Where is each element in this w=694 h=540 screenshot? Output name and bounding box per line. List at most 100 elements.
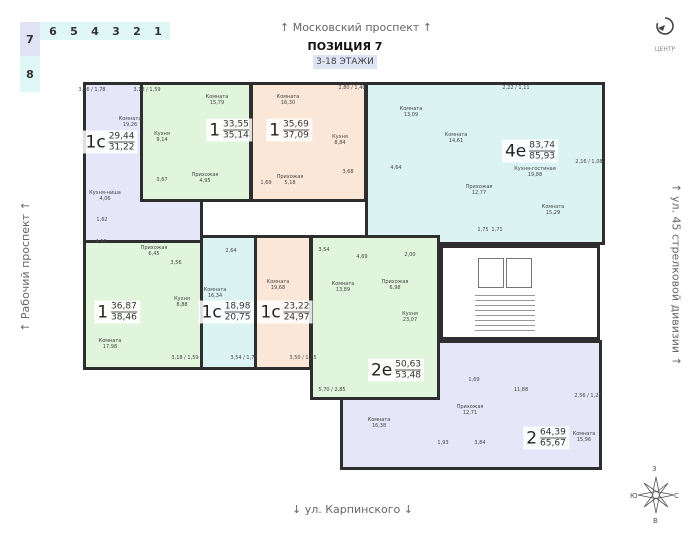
section-7-active[interactable]: 7: [20, 22, 40, 56]
room-label: 1,62: [96, 217, 107, 223]
room-area: 8,84: [334, 140, 346, 146]
room-area: 19,68: [270, 285, 286, 291]
room-label: 4,69: [356, 254, 367, 260]
room-area: 4,06: [99, 196, 111, 202]
apt-type: 2е: [370, 360, 393, 380]
room-area: 15,29: [545, 210, 561, 216]
room-name: Кухня-ниша: [89, 190, 121, 196]
section-row-bg: [40, 22, 170, 40]
section-5[interactable]: 5: [70, 24, 78, 38]
room-area: 13,89: [335, 287, 351, 293]
room-area: 2,64: [225, 248, 237, 254]
room-label: 11,88: [514, 387, 528, 393]
stairs: [475, 295, 535, 335]
apt-total: 85,93: [529, 151, 556, 162]
room-label: 1,75: [477, 227, 488, 233]
room-area: 5,70 / 2,85: [318, 387, 346, 393]
apt-total: 65,67: [540, 438, 566, 449]
room-name: Кухня: [154, 131, 170, 137]
room-area: 3,18 / 1,59: [171, 355, 199, 361]
room-area: 17,98: [102, 344, 118, 350]
room-area: 4,69: [356, 254, 368, 260]
room-label: 2,56 / 1,28: [574, 393, 601, 399]
room-area: 15,96: [576, 437, 592, 443]
room-area: 1,69: [260, 180, 272, 186]
apartment-4e-83-74[interactable]: [365, 82, 605, 245]
room-name: Прихожая: [456, 404, 484, 410]
room-area: 13,09: [403, 112, 419, 118]
room-area: 6,45: [148, 251, 160, 257]
apt-area: 29,44: [108, 131, 135, 143]
apartment-1-33-55[interactable]: [140, 82, 252, 202]
compass-rose-icon: [637, 476, 675, 514]
rotate-center-icon: [656, 17, 674, 35]
room-area: 12,77: [471, 190, 487, 196]
apt-total: 38,46: [111, 312, 137, 323]
room-name: Комната: [205, 94, 229, 100]
room-label: 2,64: [225, 248, 236, 254]
compass-south: Ю: [630, 492, 638, 500]
room-area: 8,88: [176, 302, 188, 308]
section-4[interactable]: 4: [91, 24, 99, 38]
room-label: 2,00: [404, 252, 415, 258]
section-2[interactable]: 2: [133, 24, 141, 38]
apt-type: 1: [209, 120, 221, 140]
room-label: 3,54: [318, 247, 329, 253]
room-area: 2,00: [404, 252, 416, 258]
page-title: ПОЗИЦИЯ 7: [307, 40, 383, 53]
room-name: Комната: [266, 279, 290, 285]
room-area: 3,67: [156, 177, 168, 183]
room-label: 1,93: [437, 440, 448, 446]
room-area: 6,98: [389, 285, 401, 291]
room-area: 19,88: [527, 172, 543, 178]
apartment-1-35-69[interactable]: [250, 82, 367, 202]
center-label: ЦЕНТР: [654, 46, 676, 53]
room-area: 16,38: [371, 423, 387, 429]
apt-total: 24,97: [283, 312, 310, 323]
section-8[interactable]: 8: [20, 56, 40, 92]
section-1[interactable]: 1: [154, 24, 162, 38]
room-area: 3,68: [342, 169, 354, 175]
street-bottom: ↓ ул. Карпинского ↓: [292, 503, 413, 516]
street-top: ↑ Московский проспект ↑: [280, 21, 433, 34]
room-name: Комната: [203, 287, 227, 293]
room-area: 1,71: [491, 227, 503, 233]
room-name: Комната: [331, 281, 355, 287]
room-label: 3,50 / 1,75: [289, 355, 316, 361]
apt-type: 1: [269, 120, 281, 140]
room-name: Кухня-гостиная: [514, 166, 556, 172]
apt-type: 1с: [201, 302, 222, 322]
room-area: 2,22 / 1,11: [502, 85, 530, 91]
section-3[interactable]: 3: [112, 24, 120, 38]
room-area: 1,62: [96, 217, 108, 223]
apt-total: 35,14: [223, 130, 249, 141]
room-name: Кухня: [332, 134, 348, 140]
room-label: 3,18 / 1,59: [133, 87, 160, 93]
center-button[interactable]: ЦЕНТР: [648, 16, 682, 53]
room-label: 3,56 / 1,78: [78, 87, 105, 93]
room-area: 2,16 / 1,08: [575, 159, 603, 165]
section-6[interactable]: 6: [49, 24, 57, 38]
room-label: 3,54 / 1,77: [230, 355, 257, 361]
